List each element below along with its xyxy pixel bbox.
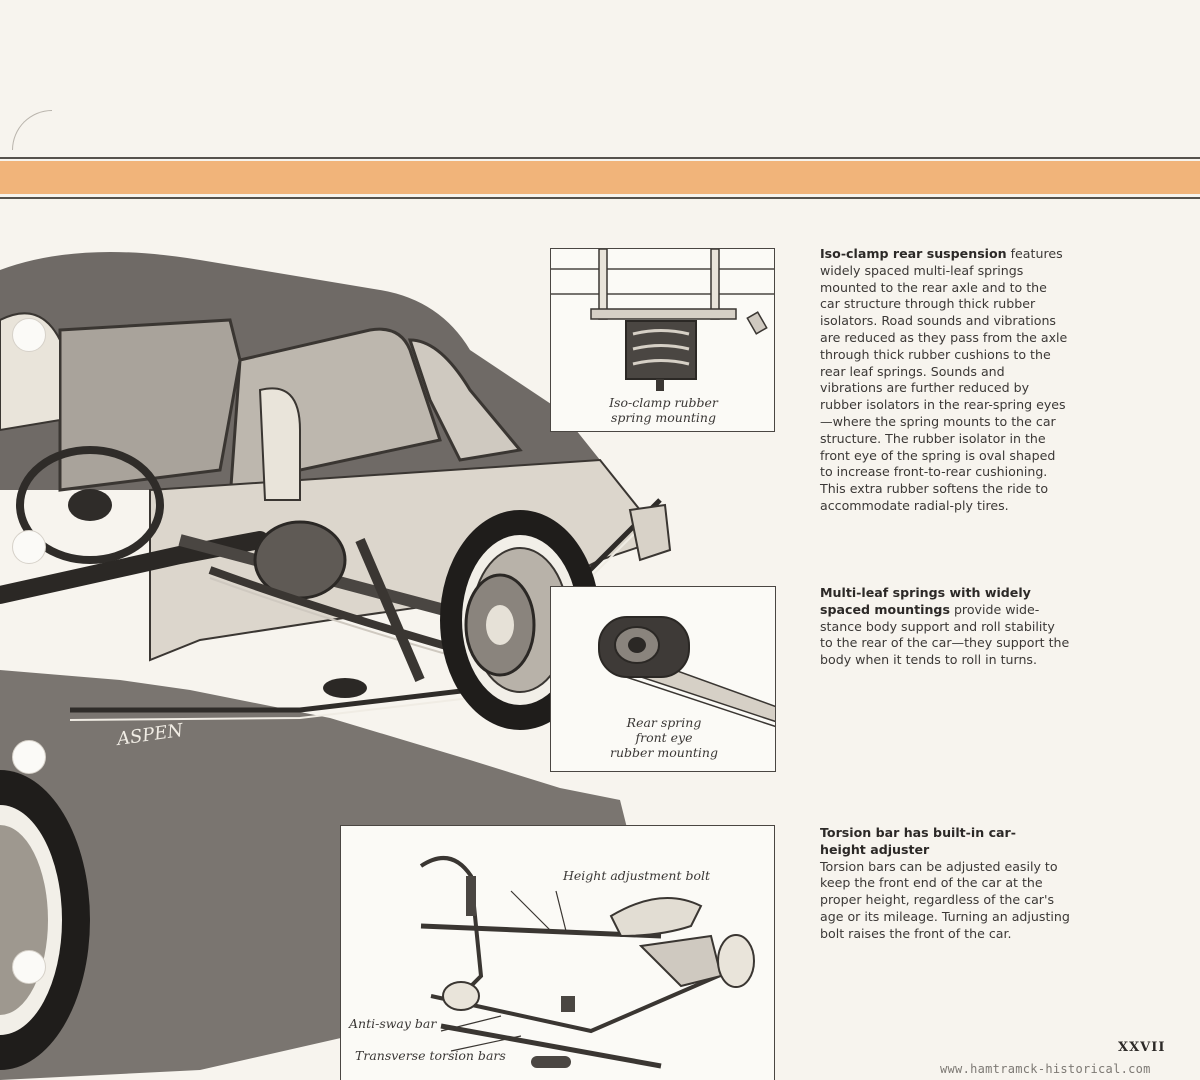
iso-clamp-description: Iso-clamp rear suspension features widel… [820, 246, 1070, 515]
rear-spring-drawing [598, 616, 775, 728]
rear-spring-caption-line-1: Rear spring [626, 715, 702, 730]
iso-clamp-caption-line-2: spring mounting [611, 410, 716, 425]
multi-leaf-description: Multi-leaf springs with widely spaced mo… [820, 585, 1070, 669]
torsion-bar-inset: Height adjustment bolt Anti-sway bar Tra… [340, 825, 775, 1080]
binder-hole [12, 950, 46, 984]
rear-spring-caption-line-3: rubber mounting [610, 745, 718, 760]
car-cutaway-illustration: ASPEN [0, 252, 672, 1080]
multi-leaf-heading: Multi-leaf springs with widely spaced mo… [820, 585, 1031, 617]
header-rule-top [0, 157, 1200, 159]
site-watermark: www.hamtramck-historical.com [940, 1062, 1151, 1076]
iso-clamp-heading: Iso-clamp rear suspension [820, 246, 1007, 261]
iso-clamp-drawing [551, 249, 774, 391]
height-adjustment-label: Height adjustment bolt [563, 868, 711, 883]
torsion-bar-description: Torsion bar has built-in car-height adju… [820, 825, 1070, 943]
iso-clamp-inset: Iso-clamp rubber spring mounting [550, 248, 775, 432]
page-number: XXVII [1118, 1040, 1166, 1055]
iso-clamp-caption-line-1: Iso-clamp rubber [609, 395, 718, 410]
iso-clamp-body: features widely spaced multi-leaf spring… [820, 246, 1068, 513]
torsion-bar-heading: Torsion bar has built-in car-height adju… [820, 825, 1016, 857]
binder-hole [12, 740, 46, 774]
binder-hole [12, 530, 46, 564]
torsion-bar-body: Torsion bars can be adjusted easily to k… [820, 858, 1070, 941]
rear-spring-inset: Rear spring front eye rubber mounting [550, 586, 776, 772]
torsion-bars-label: Transverse torsion bars [355, 1048, 506, 1063]
rear-spring-caption-line-2: front eye [635, 730, 693, 745]
page-corner-mark [12, 110, 52, 150]
binder-hole [12, 318, 46, 352]
multi-leaf-body: provide wide-stance body support and rol… [820, 601, 1070, 668]
header-color-band [0, 161, 1200, 194]
anti-sway-label: Anti-sway bar [349, 1016, 437, 1031]
torsion-bar-drawing [419, 856, 755, 1069]
header-rule-bottom [0, 197, 1200, 199]
